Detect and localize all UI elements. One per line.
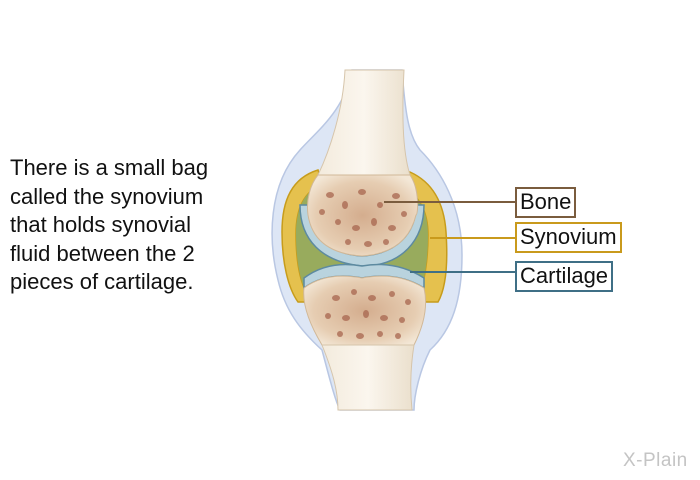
upper-bone-end (307, 174, 419, 257)
caption-text: There is a small bag called the synovium… (10, 155, 209, 294)
lower-bone-shaft (321, 344, 415, 411)
x-plain-watermark: X-Plain (623, 450, 688, 472)
synovial-fluid (296, 184, 428, 292)
bone-pores (319, 189, 411, 339)
cartilage-label: Cartilage (515, 261, 614, 292)
bone-label: Bone (515, 187, 577, 218)
x-plain-logo-text: X-Plain (623, 450, 688, 471)
synovium-label: Synovium (515, 222, 622, 253)
